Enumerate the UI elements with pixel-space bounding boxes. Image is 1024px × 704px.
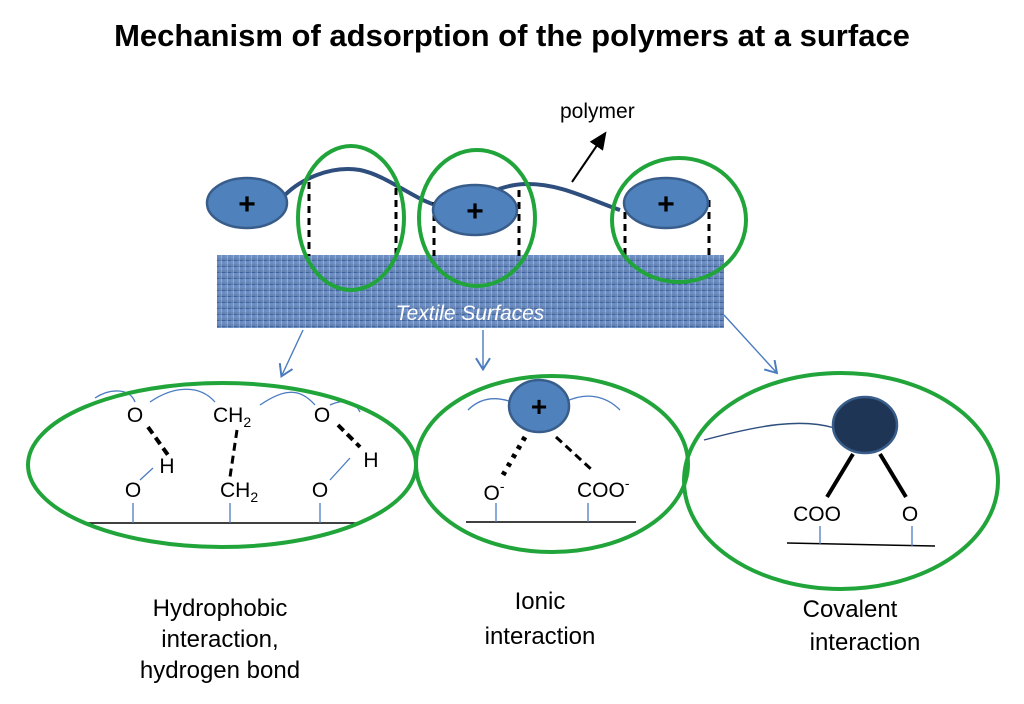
hydro-h-right: H <box>363 449 378 472</box>
covalent-coo: COO <box>793 503 841 526</box>
polymer-callout: polymer <box>560 100 635 183</box>
cation-2: + <box>431 183 519 237</box>
hydrophobic-caption-line3: hydrogen bond <box>140 657 300 684</box>
covalent-caption-line2: interaction <box>810 629 921 656</box>
polymer-label: polymer <box>560 100 635 123</box>
textile-surface-block <box>217 255 724 328</box>
hydrophobic-panel: O CH2 O H H O CH2 O Hydrophobic interact… <box>26 381 418 684</box>
covalent-bond-left <box>825 452 855 499</box>
plus-sign: + <box>531 391 547 422</box>
zoom-arrow-right <box>723 314 779 375</box>
covalent-panel: COO O Covalent interaction <box>682 371 1000 656</box>
hydro-ch2-bottom: CH2 <box>220 479 258 505</box>
ionic-o-minus: O- <box>483 478 504 505</box>
hydro-ch2-top: CH2 <box>213 404 251 430</box>
polymer-arrow <box>571 131 607 183</box>
ionic-cation <box>507 378 571 434</box>
cation-3: + <box>622 176 710 230</box>
ionic-caption-line1: Ionic <box>515 588 566 615</box>
hydrophobic-caption-line1: Hydrophobic <box>153 595 288 622</box>
covalent-o: O <box>902 503 918 526</box>
hydro-h-left: H <box>159 455 174 478</box>
hydro-o-bottom-right: O <box>312 479 328 502</box>
surface-bonds <box>307 182 711 256</box>
ionic-coo-minus: COO- <box>577 475 630 502</box>
plus-sign: + <box>238 188 256 221</box>
zoom-arrows <box>278 314 779 378</box>
plus-sign: + <box>657 188 675 221</box>
ionic-dashed-bond <box>554 435 594 472</box>
ionic-dotted-bond <box>500 435 528 477</box>
ionic-circle <box>414 374 690 554</box>
ionic-panel: + O- COO- Ionic interaction <box>414 374 690 650</box>
covalent-caption-line1: Covalent <box>803 596 898 623</box>
covalent-node <box>831 395 899 455</box>
covalent-bond-right <box>878 452 908 499</box>
highlight-circle-1 <box>296 144 406 292</box>
textile-surface-label: Textile Surfaces <box>396 302 545 325</box>
zoom-arrow-left <box>278 329 304 378</box>
plus-sign: + <box>466 195 484 228</box>
cationic-groups: + + + <box>205 176 710 237</box>
diagram-title: Mechanism of adsorption of the polymers … <box>114 18 910 53</box>
covalent-circle <box>682 371 1000 591</box>
hydro-o-bottom-left: O <box>125 479 141 502</box>
hydro-o-top-right: O <box>314 404 330 427</box>
highlight-circle-3 <box>610 156 748 284</box>
cation-1: + <box>205 176 289 230</box>
hydro-o-top-left: O <box>127 404 143 427</box>
ionic-caption-line2: interaction <box>485 623 596 650</box>
hydrophobic-caption-line2: interaction, <box>161 626 278 653</box>
highlight-circles <box>296 144 748 292</box>
highlight-circle-2 <box>417 148 537 288</box>
textile-surface: Textile Surfaces <box>217 255 724 328</box>
